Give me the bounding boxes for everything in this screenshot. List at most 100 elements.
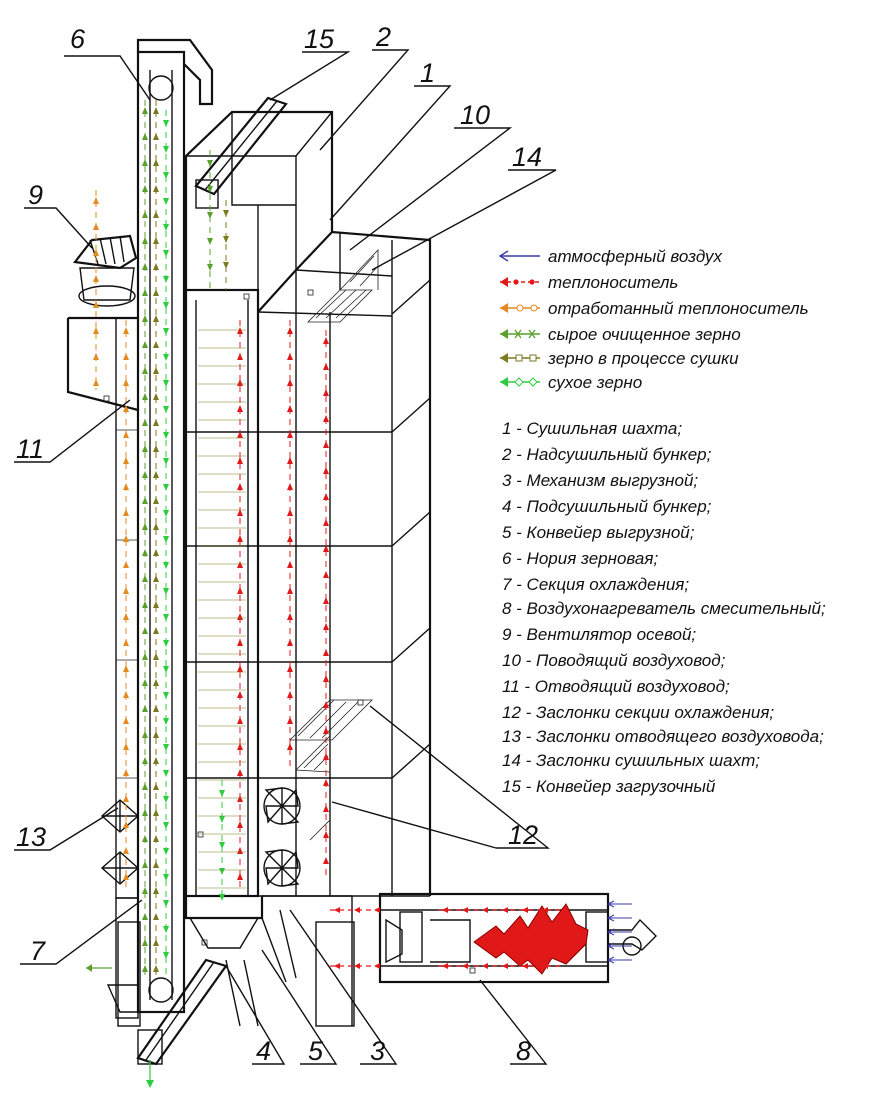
flow-arrow-icon	[219, 894, 225, 901]
callout-13: 13	[16, 822, 46, 852]
leader-8	[479, 979, 548, 1065]
flow-arrow-icon	[374, 963, 380, 969]
flow-arrow-icon	[153, 133, 159, 140]
flow-arrow-icon	[163, 198, 169, 205]
cooling-dampers	[289, 699, 373, 842]
flow-arrow-icon	[163, 276, 169, 283]
callout-4: 4	[256, 1036, 271, 1066]
flow-arrow-icon	[153, 965, 159, 972]
flow-arrow-icon	[142, 653, 148, 660]
flow-arrow-icon	[142, 601, 148, 608]
flow-arrow-icon	[142, 549, 148, 556]
flow-arrow-icon	[334, 963, 340, 969]
flow-arrow-icon	[237, 405, 243, 412]
diamond-arrow-icon	[500, 377, 508, 387]
flow-arrow-icon	[287, 405, 293, 412]
dot-arrow-icon	[500, 277, 508, 287]
flow-arrow-icon	[237, 379, 243, 386]
flow-arrow-icon	[606, 900, 615, 908]
flow-arrow-icon	[93, 249, 99, 256]
flow-arrow-icon	[142, 523, 148, 530]
flow-arrow-icon	[287, 665, 293, 672]
flow-arrow-icon	[123, 613, 129, 620]
flow-arrow-icon	[223, 210, 229, 217]
flow-arrow-icon	[287, 509, 293, 516]
part-10: 10 - Поводящий воздуховод;	[502, 651, 726, 670]
flow-arrow-icon	[522, 963, 528, 969]
flow-arrow-icon	[542, 963, 548, 969]
flow-arrow-icon	[153, 757, 159, 764]
leader-12a	[369, 705, 550, 849]
flow-arrow-icon	[123, 847, 129, 854]
flow-arrow-icon	[287, 535, 293, 542]
leader-3	[289, 909, 398, 1065]
flow-arrow-icon	[153, 341, 159, 348]
flow-arrow-icon	[606, 914, 615, 922]
flow-arrow-icon	[153, 497, 159, 504]
flow-arrow-icon	[123, 873, 129, 880]
flow-arrow-icon	[142, 575, 148, 582]
flow-arrow-icon	[237, 873, 243, 880]
part-13: 13 - Заслонки отводящего воздуховода;	[502, 727, 824, 746]
part-4: 4 - Подсушильный бункер;	[502, 497, 712, 516]
flow-arrow-icon	[153, 367, 159, 374]
flow-arrow-icon	[323, 831, 329, 838]
flow-arrow-icon	[153, 419, 159, 426]
flow-arrow-icon	[153, 159, 159, 166]
flow-arrow-icon	[237, 431, 243, 438]
flow-arrow-icon	[287, 561, 293, 568]
flow-arrow-icon	[142, 939, 148, 946]
flow-legend: атмосферный воздух теплоноситель отработ…	[498, 247, 809, 392]
leader-2	[319, 49, 410, 151]
legend-exhaust: отработанный теплоноситель	[500, 299, 809, 318]
legend-label: сухое зерно	[548, 373, 642, 392]
part-8: 8 - Воздухонагреватель смесительный;	[502, 599, 826, 618]
air-heater	[378, 892, 657, 984]
flow-arrow-icon	[142, 289, 148, 296]
flow-arrow-icon	[153, 679, 159, 686]
leader-5	[261, 949, 338, 1065]
flow-arrow-icon	[163, 146, 169, 153]
flow-arrow-icon	[163, 406, 169, 413]
flow-arrow-icon	[163, 354, 169, 361]
flow-arrow-icon	[153, 185, 159, 192]
cooling-fan-upper	[263, 787, 301, 825]
flow-arrow-icon	[123, 717, 129, 724]
flow-arrow-icon	[123, 535, 129, 542]
flow-arrow-icon	[207, 264, 213, 271]
flow-arrow-icon	[323, 441, 329, 448]
flow-arrow-icon	[237, 353, 243, 360]
flow-arrow-icon	[163, 588, 169, 595]
flow-arrow-icon	[153, 653, 159, 660]
circle-arrow-icon	[500, 303, 508, 313]
flow-arrow-icon	[163, 562, 169, 569]
part-2: 2 - Надсушильный бункер;	[501, 445, 712, 464]
leader-7	[20, 899, 143, 965]
flow-arrow-icon	[237, 535, 243, 542]
flow-arrow-icon	[142, 965, 148, 972]
flow-arrow-icon	[482, 907, 488, 913]
flow-arrow-icon	[323, 779, 329, 786]
flow-arrow-icon	[237, 821, 243, 828]
flow-arrow-icon	[287, 353, 293, 360]
flow-arrow-icon	[153, 289, 159, 296]
callout-14: 14	[512, 142, 542, 172]
dryer-frame	[186, 230, 432, 897]
flow-arrow-icon	[287, 691, 293, 698]
flow-arrow-icon	[153, 705, 159, 712]
flow-arrow-icon	[323, 519, 329, 526]
flow-arrow-icon	[142, 237, 148, 244]
cooling-fans	[263, 787, 301, 887]
flow-arrow-icon	[163, 900, 169, 907]
flow-arrow-icon	[163, 120, 169, 127]
flow-arrow-icon	[237, 717, 243, 724]
flow-arrow-icon	[606, 956, 615, 964]
part-11: 11 - Отводящий воздуховод;	[502, 677, 730, 696]
lower-hopper	[184, 895, 352, 983]
flow-arrow-icon	[287, 379, 293, 386]
flow-arrow-icon	[142, 367, 148, 374]
legend-label: теплоноситель	[548, 273, 678, 292]
flow-arrow-icon	[482, 963, 488, 969]
flow-arrow-icon	[287, 431, 293, 438]
